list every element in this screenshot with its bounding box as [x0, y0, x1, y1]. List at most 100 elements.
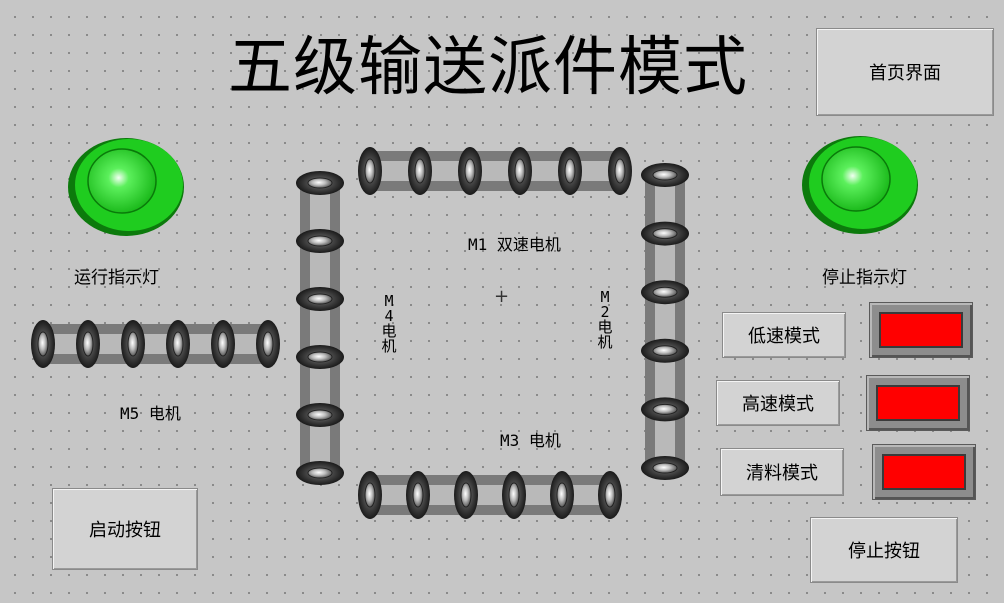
roller — [296, 461, 344, 485]
roller — [358, 471, 382, 519]
roller-hub — [364, 158, 376, 184]
belt-edge — [43, 354, 268, 364]
roller — [641, 163, 689, 187]
roller-hub — [614, 158, 626, 184]
motor-m2-char: 电 — [597, 318, 613, 336]
clear-material-mode-button[interactable]: 清料模式 — [720, 448, 844, 496]
roller-hub — [414, 158, 426, 184]
belt-body — [310, 183, 330, 473]
high-speed-mode-button[interactable]: 高速模式 — [716, 380, 840, 426]
high-speed-indicator-lamp — [876, 385, 960, 421]
stop-indicator-light — [802, 136, 918, 234]
roller — [121, 320, 145, 368]
roller — [508, 147, 532, 195]
clear-material-indicator-lamp — [882, 454, 966, 490]
roller-hub — [652, 169, 678, 181]
roller-hub — [127, 331, 139, 357]
conveyor-m4 — [296, 171, 344, 485]
roller — [358, 147, 382, 195]
roller — [454, 471, 478, 519]
motor-m4-label: M 4 电 机 — [379, 294, 399, 354]
roller-hub — [307, 177, 333, 189]
belt-edge — [370, 151, 620, 161]
roller — [641, 280, 689, 305]
roller-hub — [412, 482, 424, 508]
belt-edge — [370, 475, 610, 485]
roller-hub — [514, 158, 526, 184]
belt-edge — [645, 175, 655, 468]
home-button[interactable]: 首页界面 — [816, 28, 994, 116]
roller-hub — [564, 158, 576, 184]
roller — [406, 471, 430, 519]
belt-edge — [300, 183, 310, 473]
belt-body — [370, 485, 610, 505]
low-speed-indicator — [869, 302, 973, 358]
motor-m4-char: 4 — [384, 307, 394, 325]
motor-m2-char: M — [600, 288, 610, 306]
stop-button[interactable]: 停止按钮 — [810, 517, 958, 583]
roller-hub — [652, 228, 678, 240]
roller — [296, 345, 344, 369]
roller — [408, 147, 432, 195]
belt-edge — [675, 175, 685, 468]
roller-hub — [307, 351, 333, 363]
belt-edge — [370, 181, 620, 191]
roller-hub — [460, 482, 472, 508]
roller — [296, 287, 344, 311]
clear-material-indicator — [872, 444, 976, 500]
roller — [641, 221, 689, 246]
roller — [166, 320, 190, 368]
roller-hub — [262, 331, 274, 357]
roller-hub — [172, 331, 184, 357]
roller — [641, 456, 689, 480]
roller — [502, 471, 526, 519]
roller-hub — [508, 482, 520, 508]
roller-hub — [82, 331, 94, 357]
roller — [296, 403, 344, 427]
roller-hub — [652, 462, 678, 474]
stop-light-label: 停止指示灯 — [822, 268, 907, 288]
roller — [76, 320, 100, 368]
motor-m1-label: M1 双速电机 — [468, 235, 561, 254]
roller — [641, 338, 689, 363]
motor-m2-label: M 2 电 机 — [595, 290, 615, 350]
low-speed-mode-button[interactable]: 低速模式 — [722, 312, 846, 358]
roller-hub — [652, 286, 678, 298]
roller-hub — [652, 403, 678, 415]
roller — [256, 320, 280, 368]
roller-hub — [37, 331, 49, 357]
roller — [296, 229, 344, 253]
roller-hub — [307, 467, 333, 479]
low-speed-indicator-lamp — [879, 312, 963, 348]
conveyor-m1 — [358, 147, 632, 195]
roller-hub — [652, 345, 678, 357]
roller-hub — [556, 482, 568, 508]
belt-edge — [370, 505, 610, 515]
motor-m4-char: 电 — [381, 322, 397, 340]
conveyor-m5 — [31, 320, 280, 368]
start-button[interactable]: 启动按钮 — [52, 488, 198, 570]
run-light-label: 运行指示灯 — [74, 268, 159, 288]
high-speed-indicator — [866, 375, 970, 431]
conveyor-m2 — [641, 163, 689, 480]
motor-m4-char: M — [384, 292, 394, 310]
roller-hub — [464, 158, 476, 184]
roller — [458, 147, 482, 195]
conveyor-m3 — [358, 471, 622, 519]
roller — [211, 320, 235, 368]
belt-body — [370, 161, 620, 181]
roller-hub — [217, 331, 229, 357]
motor-m2-char: 2 — [600, 303, 610, 321]
roller — [598, 471, 622, 519]
motor-m5-label: M5 电机 — [120, 404, 181, 423]
roller — [608, 147, 632, 195]
roller-hub — [307, 293, 333, 305]
crosshair-marker: + — [494, 286, 510, 307]
roller — [296, 171, 344, 195]
roller — [641, 397, 689, 422]
motor-m4-char: 机 — [381, 337, 397, 355]
roller — [558, 147, 582, 195]
roller — [550, 471, 574, 519]
belt-body — [655, 175, 675, 468]
